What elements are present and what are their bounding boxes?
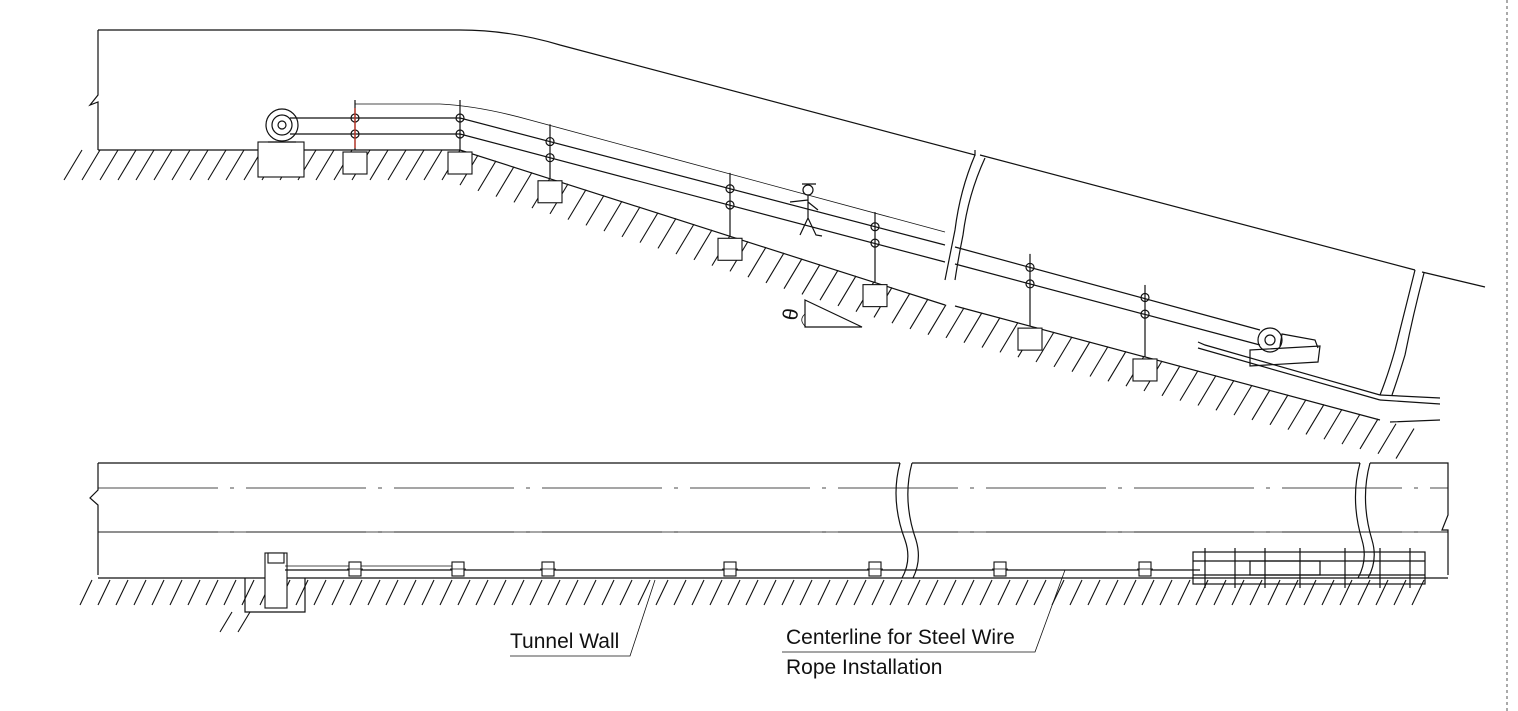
plan-break-1 bbox=[895, 462, 919, 579]
post-foundation bbox=[1017, 327, 1043, 351]
tunnel-floor bbox=[98, 149, 1441, 423]
post-foundation bbox=[342, 151, 368, 175]
plan-break-2 bbox=[1354, 462, 1375, 579]
worker-figure bbox=[789, 183, 823, 237]
tunnel-roof bbox=[98, 29, 1486, 288]
rope-guide-line bbox=[355, 103, 946, 233]
plan-supports bbox=[347, 561, 1153, 577]
angle-symbol: θ bbox=[779, 307, 804, 323]
winch-foundation bbox=[257, 141, 305, 178]
slope-angle-indicator: θ bbox=[779, 299, 863, 328]
post-foundation bbox=[447, 151, 473, 175]
winch-left bbox=[257, 108, 305, 178]
break-line-1 bbox=[944, 154, 986, 281]
plan-view: Tunnel Wall Centerline for Steel Wire Ro… bbox=[79, 462, 1449, 679]
post-foundation bbox=[717, 237, 743, 261]
centerline-label-line1: Centerline for Steel Wire bbox=[786, 626, 1015, 649]
plan-ground-hatching bbox=[79, 579, 1425, 633]
elevation-view: θ bbox=[63, 29, 1486, 459]
plan-left-edge bbox=[89, 463, 99, 575]
trolley-car bbox=[1197, 327, 1441, 405]
break-line-2 bbox=[1379, 269, 1425, 396]
centerline-label-line2: Rope Installation bbox=[786, 656, 942, 679]
winch-pit bbox=[244, 552, 306, 613]
wire-rope-lower bbox=[290, 133, 1261, 346]
post-foundation bbox=[1132, 358, 1158, 382]
break-mark-left bbox=[88, 30, 99, 150]
support-posts bbox=[342, 100, 1158, 382]
tunnel-roof-plan bbox=[98, 462, 1449, 575]
trolley-plan bbox=[1192, 548, 1426, 588]
centerline-leader bbox=[782, 569, 1066, 653]
ground-hatching bbox=[63, 149, 1415, 459]
tunnel-wall-leader bbox=[510, 579, 656, 657]
post-foundation bbox=[537, 180, 563, 204]
tunnel-wall-label: Tunnel Wall bbox=[510, 630, 619, 653]
post-foundation bbox=[862, 284, 888, 308]
